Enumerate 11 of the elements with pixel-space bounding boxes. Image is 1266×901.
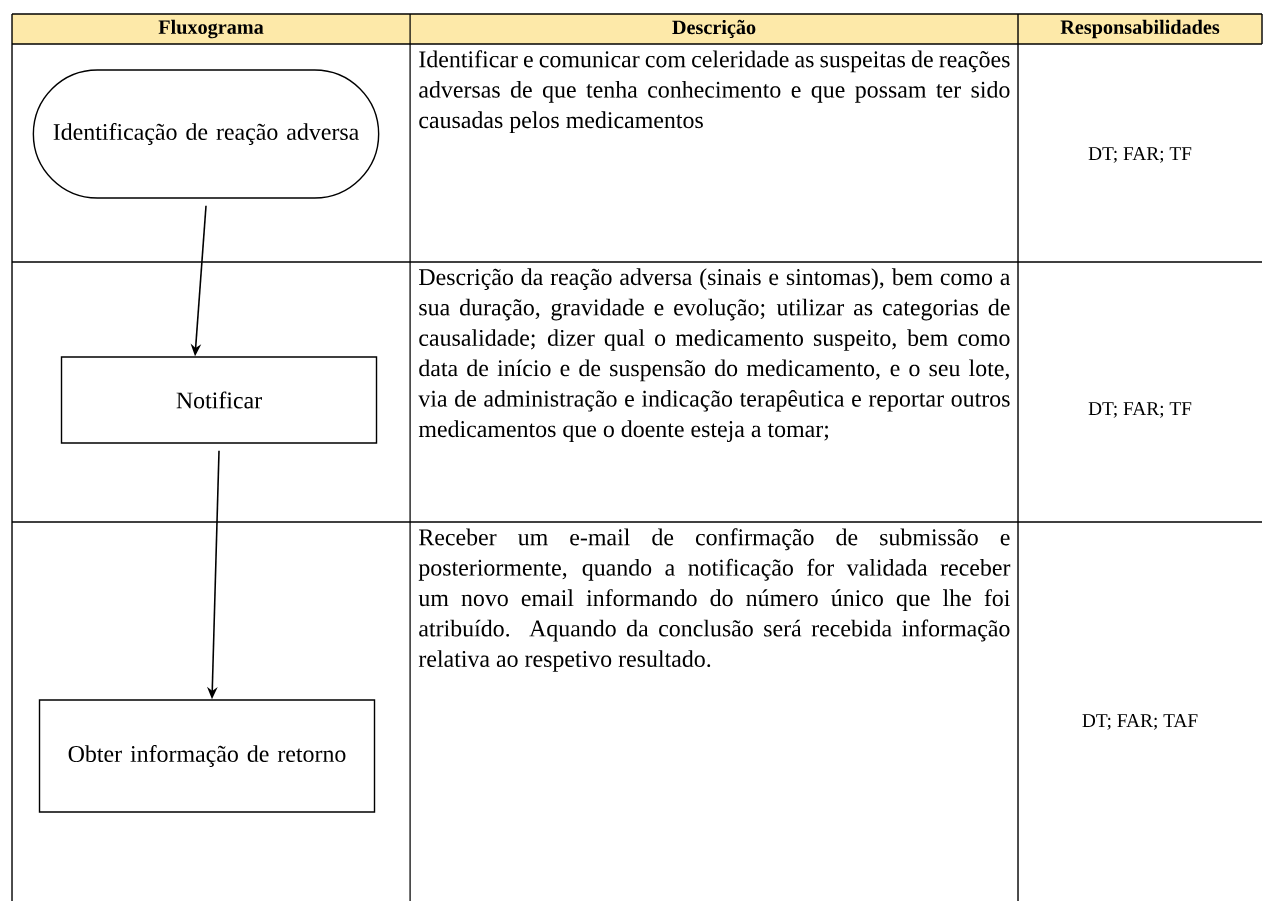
column-header: Fluxograma bbox=[158, 19, 264, 39]
column-header: Responsabilidades bbox=[1060, 19, 1220, 39]
process-box: Notificar bbox=[60, 356, 378, 444]
process-box: Obter informação de retorno bbox=[38, 699, 376, 813]
description-text: Identificar e comunicar com celeridade as suspeitas de reações adversas de que tenha conhecimento e que possam ter sido causadas pelos medicamentos bbox=[419, 50, 1010, 134]
description-text: Descrição da reação adversa (sinais e sintomas), bem como a sua duração, gravidade e evolução; utilizar as categorias de causalidade; dizer qual o medicamento suspeito, bem como data de início e de suspensão do medicamento, e o seu lote, via de administração e indicação terapêutica e reportar outros medicamentos que o doente esteja a tomar; bbox=[418, 268, 1011, 442]
responsibility-text: DT; FAR; TF bbox=[1088, 147, 1192, 163]
description-text: Receber um e-mail de confirmação de submissão e posteriormente, quando a notificação for validada receber um novo email informando do número único que lhe foi atribuído. Aquando da conclusão será recebida informação relativa ao respetivo resultado. bbox=[418, 528, 1011, 672]
column-header: Descrição bbox=[672, 19, 756, 39]
responsibility-text: DT; FAR; TF bbox=[1088, 402, 1192, 418]
responsibility-text: DT; FAR; TAF bbox=[1082, 714, 1198, 730]
